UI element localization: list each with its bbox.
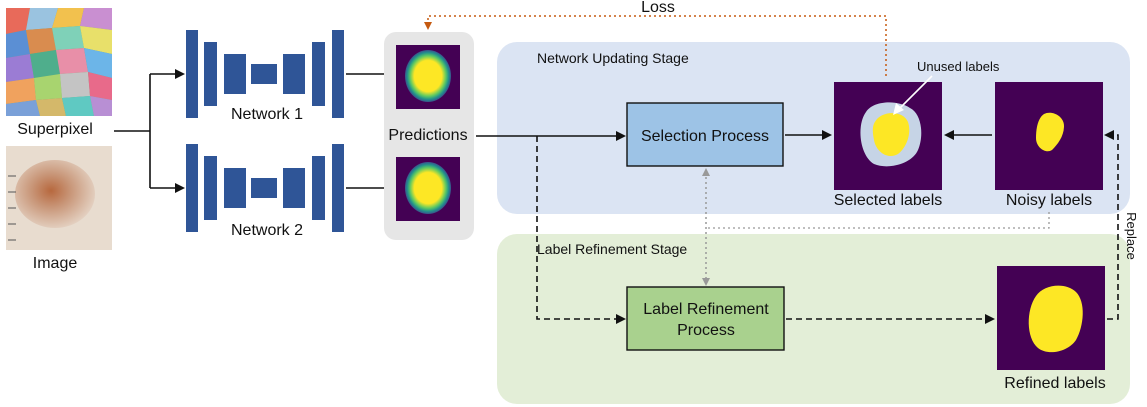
noisy-labels-mask bbox=[995, 82, 1103, 190]
unused-labels-annotation: Unused labels bbox=[917, 59, 1000, 74]
replace-label: Replace bbox=[1124, 212, 1139, 260]
label-refinement-stage-title: Label Refinement Stage bbox=[537, 241, 687, 257]
selected-labels-mask bbox=[834, 82, 942, 190]
replace-dashed-arrow bbox=[1104, 130, 1119, 320]
unused-labels-pointer bbox=[897, 75, 933, 111]
selection-process-label: Selection Process bbox=[641, 128, 769, 145]
network-updating-stage-panel bbox=[497, 42, 1130, 214]
label-refinement-process-box bbox=[626, 286, 785, 351]
selection-process-box bbox=[626, 102, 784, 167]
network-updating-stage-title: Network Updating Stage bbox=[537, 50, 689, 66]
skin-lesion-image bbox=[6, 146, 112, 250]
input-connectors bbox=[114, 69, 185, 193]
predictions-to-refinement-dashed-arrow bbox=[536, 136, 626, 324]
loss-label: Loss bbox=[641, 0, 675, 16]
refined-labels-label: Refined labels bbox=[1004, 375, 1105, 392]
label-refinement-process-label-line1: Label Refinement bbox=[643, 301, 769, 318]
prediction-1-mask bbox=[396, 45, 460, 109]
network-1-label: Network 1 bbox=[231, 106, 303, 123]
unused-labels-pointer-head bbox=[893, 103, 904, 115]
network-2-label: Network 2 bbox=[231, 222, 303, 239]
label-refinement-stage-panel bbox=[497, 234, 1130, 404]
predictions-label: Predictions bbox=[388, 127, 467, 144]
selected-labels-label: Selected labels bbox=[834, 192, 943, 209]
network-2-blocks bbox=[186, 144, 344, 232]
network-1-blocks bbox=[186, 30, 344, 118]
superpixel-label: Superpixel bbox=[17, 121, 93, 138]
noisy-labels-label: Noisy labels bbox=[1006, 192, 1092, 209]
loss-arrow bbox=[424, 15, 887, 76]
superpixel-image bbox=[6, 8, 112, 116]
selection-refinement-dotted-link bbox=[702, 168, 1050, 286]
image-label: Image bbox=[33, 255, 78, 272]
prediction-2-mask bbox=[396, 157, 460, 221]
refined-labels-mask bbox=[997, 266, 1105, 370]
label-refinement-process-label-line2: Process bbox=[677, 322, 735, 339]
